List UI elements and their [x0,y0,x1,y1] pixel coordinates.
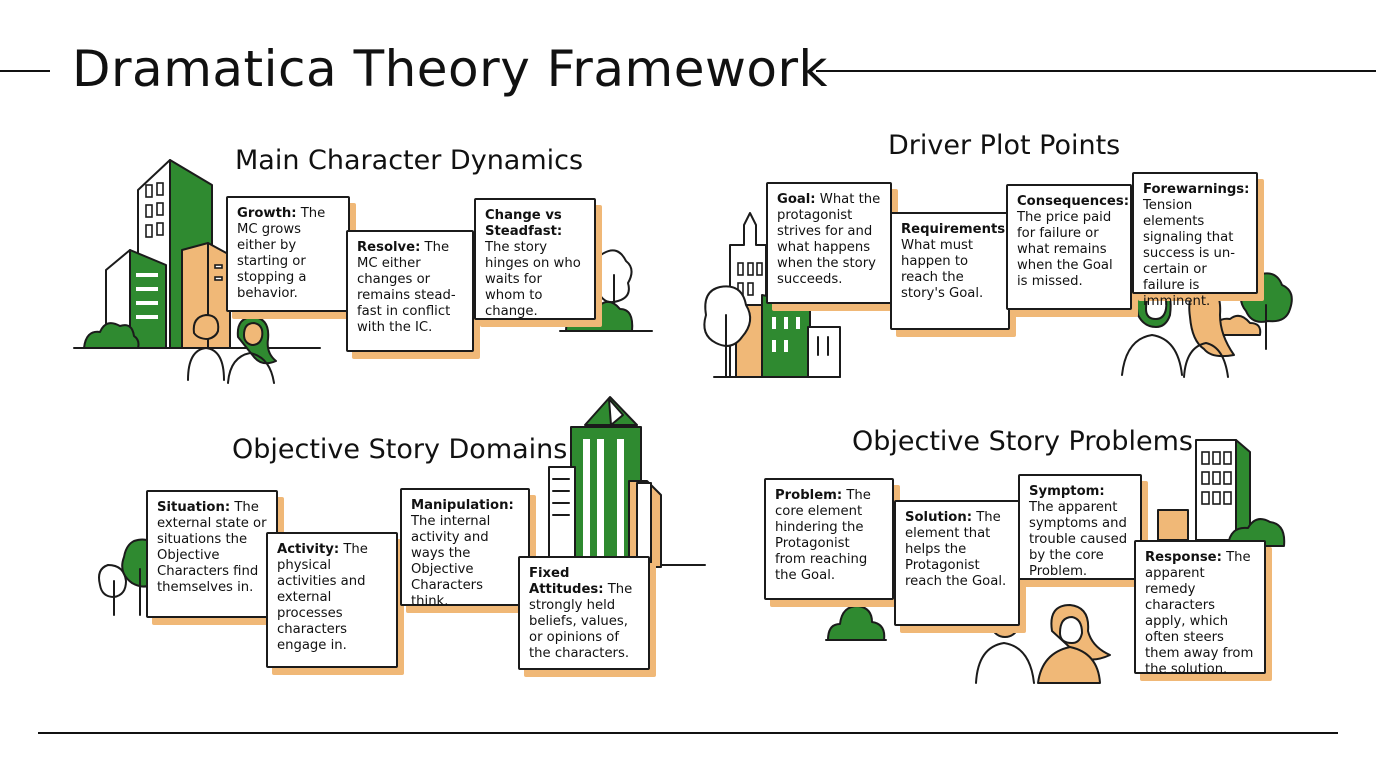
card-solution: Solution: The element that helps the Pro… [894,500,1026,633]
card-term: Response: [1145,550,1222,565]
card-response: Response: The apparent remedy characters… [1134,540,1272,681]
card-text: The MC either changes or remains stead-f… [357,240,456,335]
card-manipulation: Manipulation: The internal activity and … [400,488,536,613]
card-growth: Growth: The MC grows either by starting … [226,196,356,319]
card-requirements: Requirements: What must happen to reach … [890,212,1016,337]
card-term: Fixed Attitudes: [529,566,604,597]
tree-icon [98,564,127,616]
tower-illustration-bottom-left [548,396,706,568]
card-term: Consequences: [1017,194,1129,209]
building-icon [628,480,662,568]
card-text: The external state or situations the Obj… [157,500,267,595]
section-title-main-character: Main Character Dynamics [235,145,584,176]
card-situation: Situation: The external state or situati… [146,490,284,625]
card-term: Problem: [775,488,843,503]
card-term: Situation: [157,500,231,515]
section-title-driver: Driver Plot Points [888,130,1121,161]
person-icon [227,316,277,384]
building-icon [570,396,642,568]
card-text: What the protagonist strives for and wha… [777,192,881,287]
footer-rule [38,732,1338,734]
card-symptom: Symptom: The apparent symptoms and troub… [1018,474,1148,587]
title-rule-right [816,70,1376,72]
card-text: The physical activities and external pro… [277,542,368,653]
card-term: Change vs Steadfast: [485,208,563,239]
building-icon [807,326,841,378]
tree-icon [703,285,752,378]
page-title: Dramatica Theory Framework [72,40,828,98]
card-term: Requirements: [901,222,1011,237]
card-text: The apparent remedy characters apply, wh… [1145,550,1254,677]
card-term: Goal: [777,192,816,207]
city-illustration-bottom-right [1157,439,1286,547]
city-illustration-top-left [73,159,321,384]
building-icon [548,466,576,568]
card-term: Growth: [237,206,297,221]
card-forewarnings: Forewarnings: Tension elements signaling… [1132,172,1264,309]
section-title-domains: Objective Story Domains [232,434,568,465]
building-icon [1157,439,1251,541]
card-term: Manipulation: [411,498,514,513]
card-goal: Goal: What the protagonist strives for a… [766,182,898,311]
card-activity: Activity: The physical activities and ex… [266,532,404,675]
card-text: The core element hindering the Protagoni… [775,488,871,583]
card-text: The element that helps the Protagonist r… [905,510,1007,589]
card-text: The strongly held beliefs, values, or op… [529,582,633,661]
person-icon [1037,604,1111,684]
bush-icon [1227,518,1286,547]
card-term: Solution: [905,510,973,525]
card-consequences: Consequences: The price paid for failure… [1006,184,1138,317]
card-resolve: Resolve: The MC either changes or remain… [346,230,480,359]
card-text: Tension elements signaling that success … [1143,198,1235,309]
card-text: The price paid for failure or what remai… [1017,210,1113,289]
card-text: The apparent symptoms and trouble caused… [1029,500,1128,579]
card-term: Symptom: [1029,484,1105,499]
city-illustration-top-right [703,212,841,378]
bush-icon [83,322,140,349]
section-title-problems: Objective Story Problems [852,426,1193,457]
bush-icon [827,605,886,641]
title-rule-left [0,70,50,72]
card-term: Resolve: [357,240,421,255]
card-term: Forewarnings: [1143,182,1250,197]
card-term: Activity: [277,542,340,557]
card-change-vs-steadfast: Change vs Steadfast: The story hinges on… [474,198,602,327]
person-icon [187,314,225,381]
card-fixed-attitudes: Fixed Attitudes: The strongly held belie… [518,556,656,677]
card-text: The story hinges on who waits for whom t… [485,240,581,319]
card-text: The internal activity and ways the Objec… [411,514,491,609]
card-text: What must happen to reach the story's Go… [901,238,984,301]
card-problem: Problem: The core element hindering the … [764,478,900,607]
card-text: The MC grows either by starting or stopp… [237,206,326,301]
